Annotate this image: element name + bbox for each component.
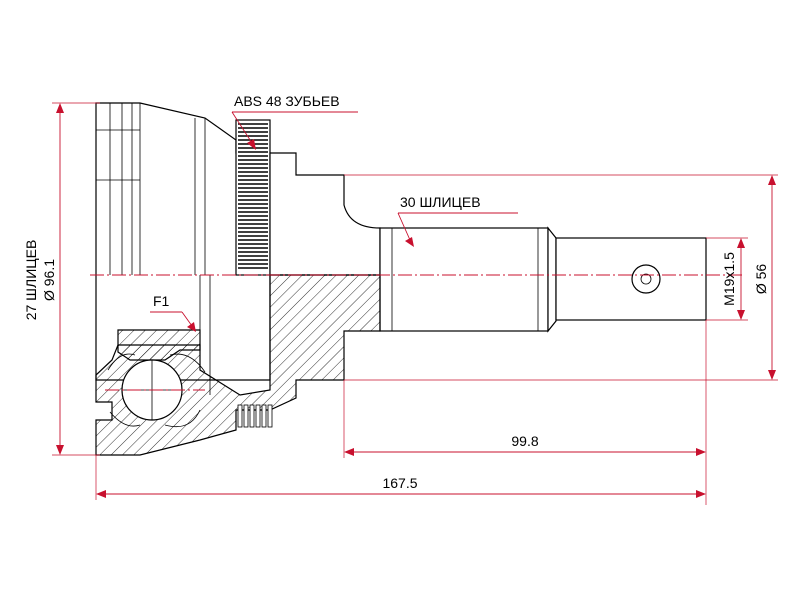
splined-shaft [379, 227, 549, 332]
ball-cage [107, 353, 206, 428]
neck-outline [269, 152, 381, 276]
abs-tooth-section [267, 404, 273, 428]
abs-tooth-section [237, 404, 243, 428]
threaded-stub [555, 237, 707, 321]
abs-tooth-section [255, 404, 261, 428]
outer-splines-label: 30 ШЛИЦЕВ [400, 194, 481, 210]
leader-flange-mark [150, 311, 196, 332]
abs-ring-teeth [238, 123, 268, 269]
flange-mark-label: F1 [153, 293, 170, 309]
abs-tooth-section [243, 404, 249, 428]
dimension-thread [706, 237, 748, 321]
dimension-seal-diameter [344, 174, 778, 381]
leader-outer-splines [397, 212, 518, 247]
bell-diameter-label: Ø 96.1 [41, 259, 57, 301]
inner-race-section [117, 329, 201, 361]
abs-teeth-label: ABS 48 ЗУБЬЕВ [234, 93, 340, 109]
abs-tooth-section [261, 404, 267, 428]
total-length-label: 167.5 [382, 475, 417, 491]
cotter-pin-hole [631, 264, 661, 294]
dimension-total-length [95, 455, 706, 500]
seal-diameter-label: Ø 56 [753, 264, 769, 295]
inner-splines-label: 27 ШЛИЦЕВ [23, 240, 39, 321]
joint-body [95, 102, 707, 456]
abs-tooth-section [249, 404, 255, 428]
shaft-length-label: 99.8 [511, 433, 538, 449]
shaft-step [547, 226, 557, 333]
leader-abs-teeth [231, 111, 358, 150]
cotter-pin-hole-inner [640, 273, 652, 285]
dimension-bell-diameter [52, 102, 100, 456]
abs-ring-teeth-section [237, 404, 273, 428]
thread-label: M19x1.5 [721, 252, 737, 306]
dimension-shaft-length [343, 320, 707, 505]
